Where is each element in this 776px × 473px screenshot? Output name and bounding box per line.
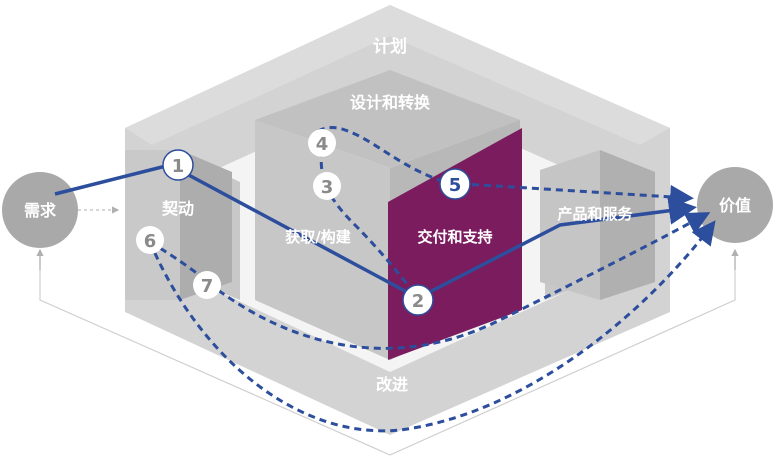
label-deliver-support: 交付和支持 — [417, 228, 492, 246]
step-5: 5 — [439, 168, 471, 200]
label-value: 价值 — [719, 196, 751, 215]
obtain-box-front — [255, 120, 390, 360]
step-1: 1 — [162, 149, 194, 181]
plan-frame-top — [125, 5, 670, 145]
label-plan: 计划 — [373, 36, 407, 57]
svg-text:6: 6 — [144, 231, 157, 252]
engage-box-side — [180, 150, 232, 300]
label-engage: 契动 — [161, 199, 194, 218]
svg-text:2: 2 — [412, 291, 425, 312]
label-improve: 改进 — [376, 375, 408, 394]
step-3: 3 — [313, 172, 341, 200]
products-box-side — [600, 150, 655, 300]
step-2: 2 — [402, 284, 434, 316]
svg-text:7: 7 — [201, 276, 214, 297]
step-4: 4 — [308, 129, 336, 157]
engage-box-front — [125, 150, 180, 300]
svg-text:4: 4 — [316, 134, 329, 155]
label-products-services: 产品和服务 — [557, 205, 633, 223]
svg-text:3: 3 — [321, 177, 334, 198]
svg-text:5: 5 — [449, 175, 462, 196]
svg-text:1: 1 — [172, 156, 185, 177]
demand-circle — [2, 172, 78, 248]
label-design-transition: 设计和转换 — [350, 93, 431, 112]
label-obtain-build: 获取/构建 — [285, 228, 351, 246]
feedback-line-left — [39, 255, 736, 456]
step-7: 7 — [193, 271, 221, 299]
label-demand: 需求 — [24, 201, 57, 220]
value-circle — [697, 167, 773, 243]
step-6: 6 — [136, 226, 164, 254]
